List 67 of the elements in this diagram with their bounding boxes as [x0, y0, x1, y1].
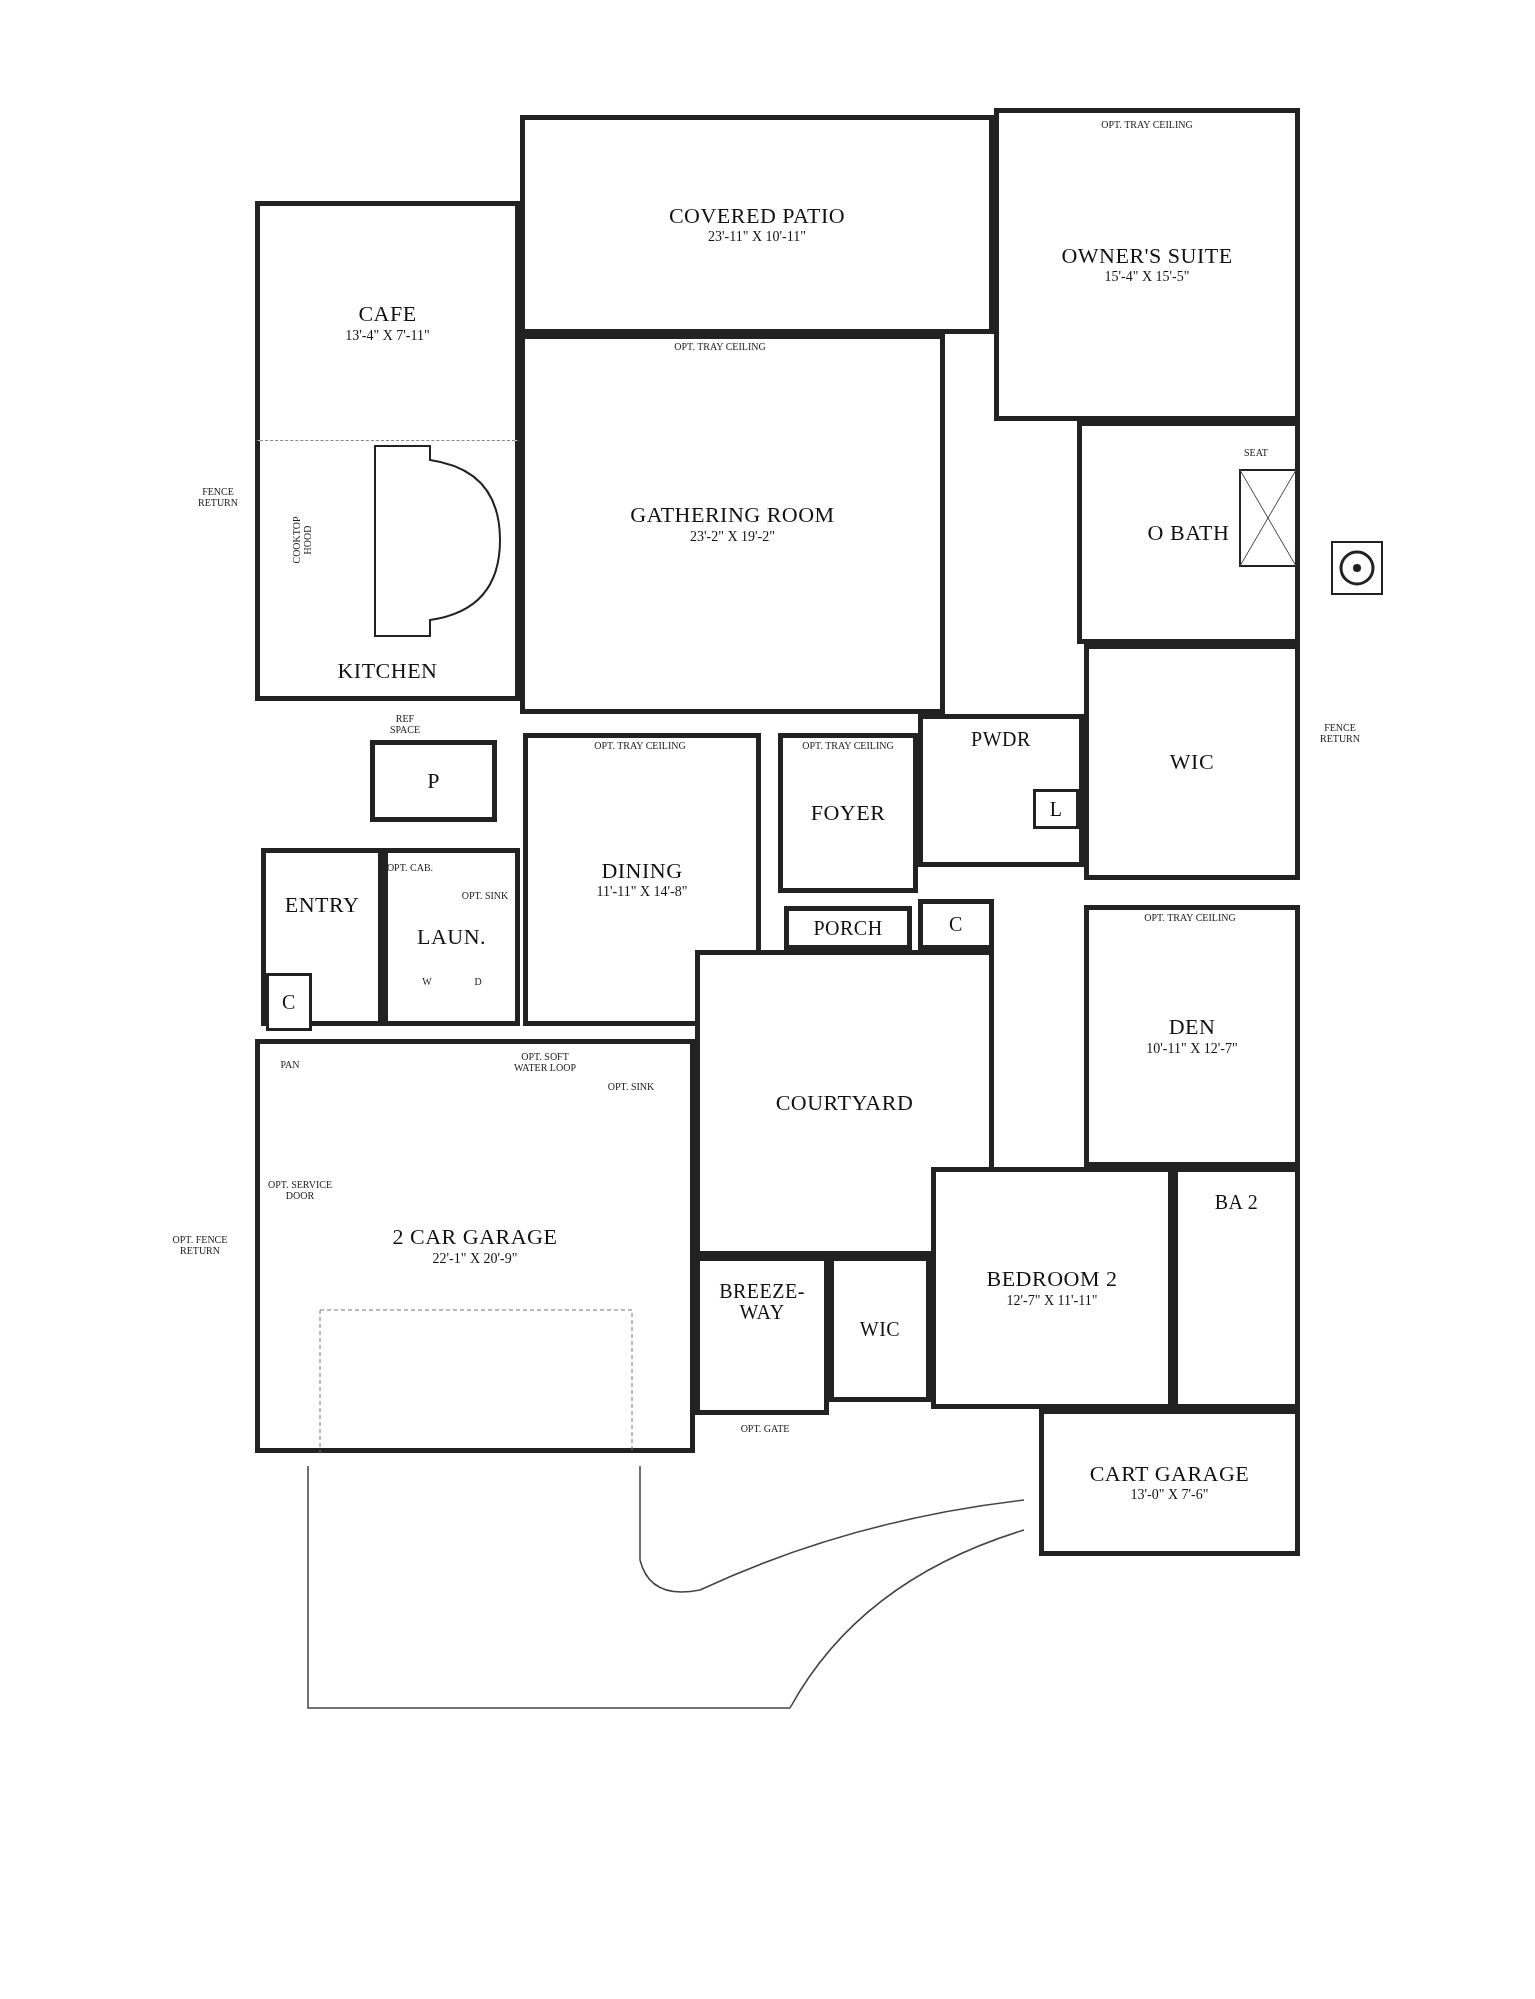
- room-outline: [1084, 905, 1300, 1167]
- room-outline: [918, 899, 994, 950]
- note-label: OPT. TRAY CEILING: [673, 340, 767, 352]
- room-dimensions: 10'-11" X 12'-7": [1146, 1040, 1238, 1057]
- room-name: BA 2: [1214, 1192, 1259, 1213]
- room-dimensions: 13'-4" X 7'-11": [345, 327, 430, 344]
- note-label: OPT. FENCE RETURN: [171, 1234, 229, 1256]
- room-outline: [255, 1039, 695, 1453]
- room-name: CAFE: [358, 302, 417, 326]
- note-label: FENCE RETURN: [197, 486, 239, 508]
- room-name: COURTYARD: [775, 1091, 914, 1115]
- note-label: SEAT: [1243, 446, 1269, 458]
- room-name: WIC: [1169, 750, 1215, 774]
- room-outline: [370, 740, 497, 822]
- note-label: REF SPACE: [388, 713, 422, 735]
- room-name: OWNER'S SUITE: [1061, 243, 1233, 268]
- room-name: KITCHEN: [337, 658, 438, 682]
- note-label: OPT. TRAY CEILING: [1143, 911, 1237, 923]
- room-name: C: [282, 991, 296, 1013]
- note-label: OPT. SERVICE DOOR: [267, 1179, 333, 1201]
- room-dimensions: 15'-4" X 15'-5": [1104, 269, 1190, 286]
- room-name: LAUN.: [416, 925, 487, 949]
- room-name: C: [949, 914, 963, 935]
- room-name: O BATH: [1147, 520, 1230, 545]
- note-label: OPT. TRAY CEILING: [1100, 118, 1194, 130]
- room-name: BEDROOM 2: [986, 1267, 1118, 1291]
- room-dimensions: 12'-7" X 11'-11": [1006, 1292, 1098, 1309]
- room-name: PWDR: [971, 729, 1031, 750]
- note-label: OPT. SINK: [606, 1080, 656, 1092]
- room-name: L: [1049, 798, 1063, 820]
- note-label: FENCE RETURN: [1319, 722, 1361, 744]
- room-outline: [383, 848, 520, 1026]
- note-label: D: [473, 975, 483, 987]
- room-name: DINING: [601, 858, 683, 883]
- note-label: OPT. SOFT WATER LOOP: [513, 1051, 577, 1073]
- room-name: FOYER: [810, 801, 886, 825]
- room-outline: [255, 440, 520, 701]
- note-label: OPT. TRAY CEILING: [593, 739, 687, 751]
- room-name: CART GARAGE: [1089, 1461, 1250, 1486]
- room-outline: [784, 906, 912, 950]
- note-label: OPT. GATE: [739, 1422, 791, 1434]
- room-name: BREEZE-WAY: [718, 1281, 806, 1323]
- note-label: OPT. CAB.: [385, 861, 435, 873]
- room-name: P: [427, 769, 440, 793]
- room-outline: [1033, 789, 1079, 829]
- note-label: PAN: [279, 1058, 301, 1070]
- room-dimensions: 13'-0" X 7'-6": [1130, 1487, 1209, 1504]
- room-outline: [266, 973, 312, 1031]
- room-name: ENTRY: [284, 893, 360, 917]
- room-outline: [1039, 1409, 1300, 1556]
- room-name: PORCH: [813, 917, 883, 939]
- room-dimensions: 22'-1" X 20'-9": [432, 1250, 518, 1267]
- room-name: WIC: [859, 1318, 901, 1340]
- note-label: OPT. TRAY CEILING: [801, 739, 895, 751]
- note-label: W: [421, 975, 433, 987]
- room-name: 2 CAR GARAGE: [392, 1225, 558, 1249]
- room-name: DEN: [1168, 1015, 1216, 1039]
- room-outline: [778, 733, 918, 893]
- room-dimensions: 23'-11" X 10'-11": [708, 229, 806, 246]
- room-dimensions: 11'-11" X 14'-8": [596, 884, 688, 901]
- room-dimensions: 23'-2" X 19'-2": [690, 528, 775, 545]
- room-outline: [255, 201, 520, 440]
- room-name: COVERED PATIO: [668, 203, 846, 228]
- room-outline: [523, 733, 761, 1026]
- room-name: GATHERING ROOM: [630, 503, 835, 527]
- note-label: COOKTOP HOOD: [291, 515, 313, 566]
- note-label: OPT. SINK: [460, 889, 510, 901]
